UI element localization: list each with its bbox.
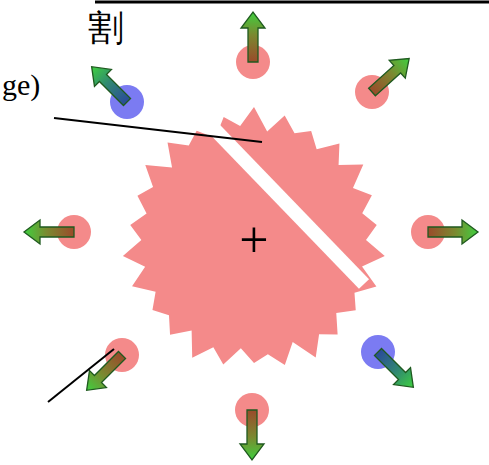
- caption-fragment: ge): [2, 70, 40, 100]
- motion-arrow: [24, 220, 74, 244]
- particle: [236, 12, 270, 79]
- fission-gap: [196, 110, 364, 284]
- top-rule: [95, 1, 489, 4]
- leader-line: [54, 118, 262, 142]
- motion-arrow: [241, 12, 265, 62]
- motion-arrow: [370, 344, 422, 396]
- particles: [24, 12, 478, 460]
- motion-arrow: [240, 410, 264, 460]
- particle: [24, 215, 91, 249]
- particle: [411, 215, 478, 249]
- motion-arrow: [83, 58, 135, 110]
- leader-line: [48, 349, 114, 402]
- motion-arrow: [428, 220, 478, 244]
- particle: [235, 393, 269, 460]
- particle: [361, 335, 422, 396]
- particle: [78, 338, 139, 399]
- nucleus: [123, 107, 385, 365]
- charge-sign: +: [239, 214, 268, 266]
- nucleus-body: [123, 107, 385, 365]
- particle: [355, 50, 417, 109]
- caption-fragment: 割: [88, 10, 124, 46]
- motion-arrow: [364, 50, 417, 101]
- particle: [83, 58, 144, 119]
